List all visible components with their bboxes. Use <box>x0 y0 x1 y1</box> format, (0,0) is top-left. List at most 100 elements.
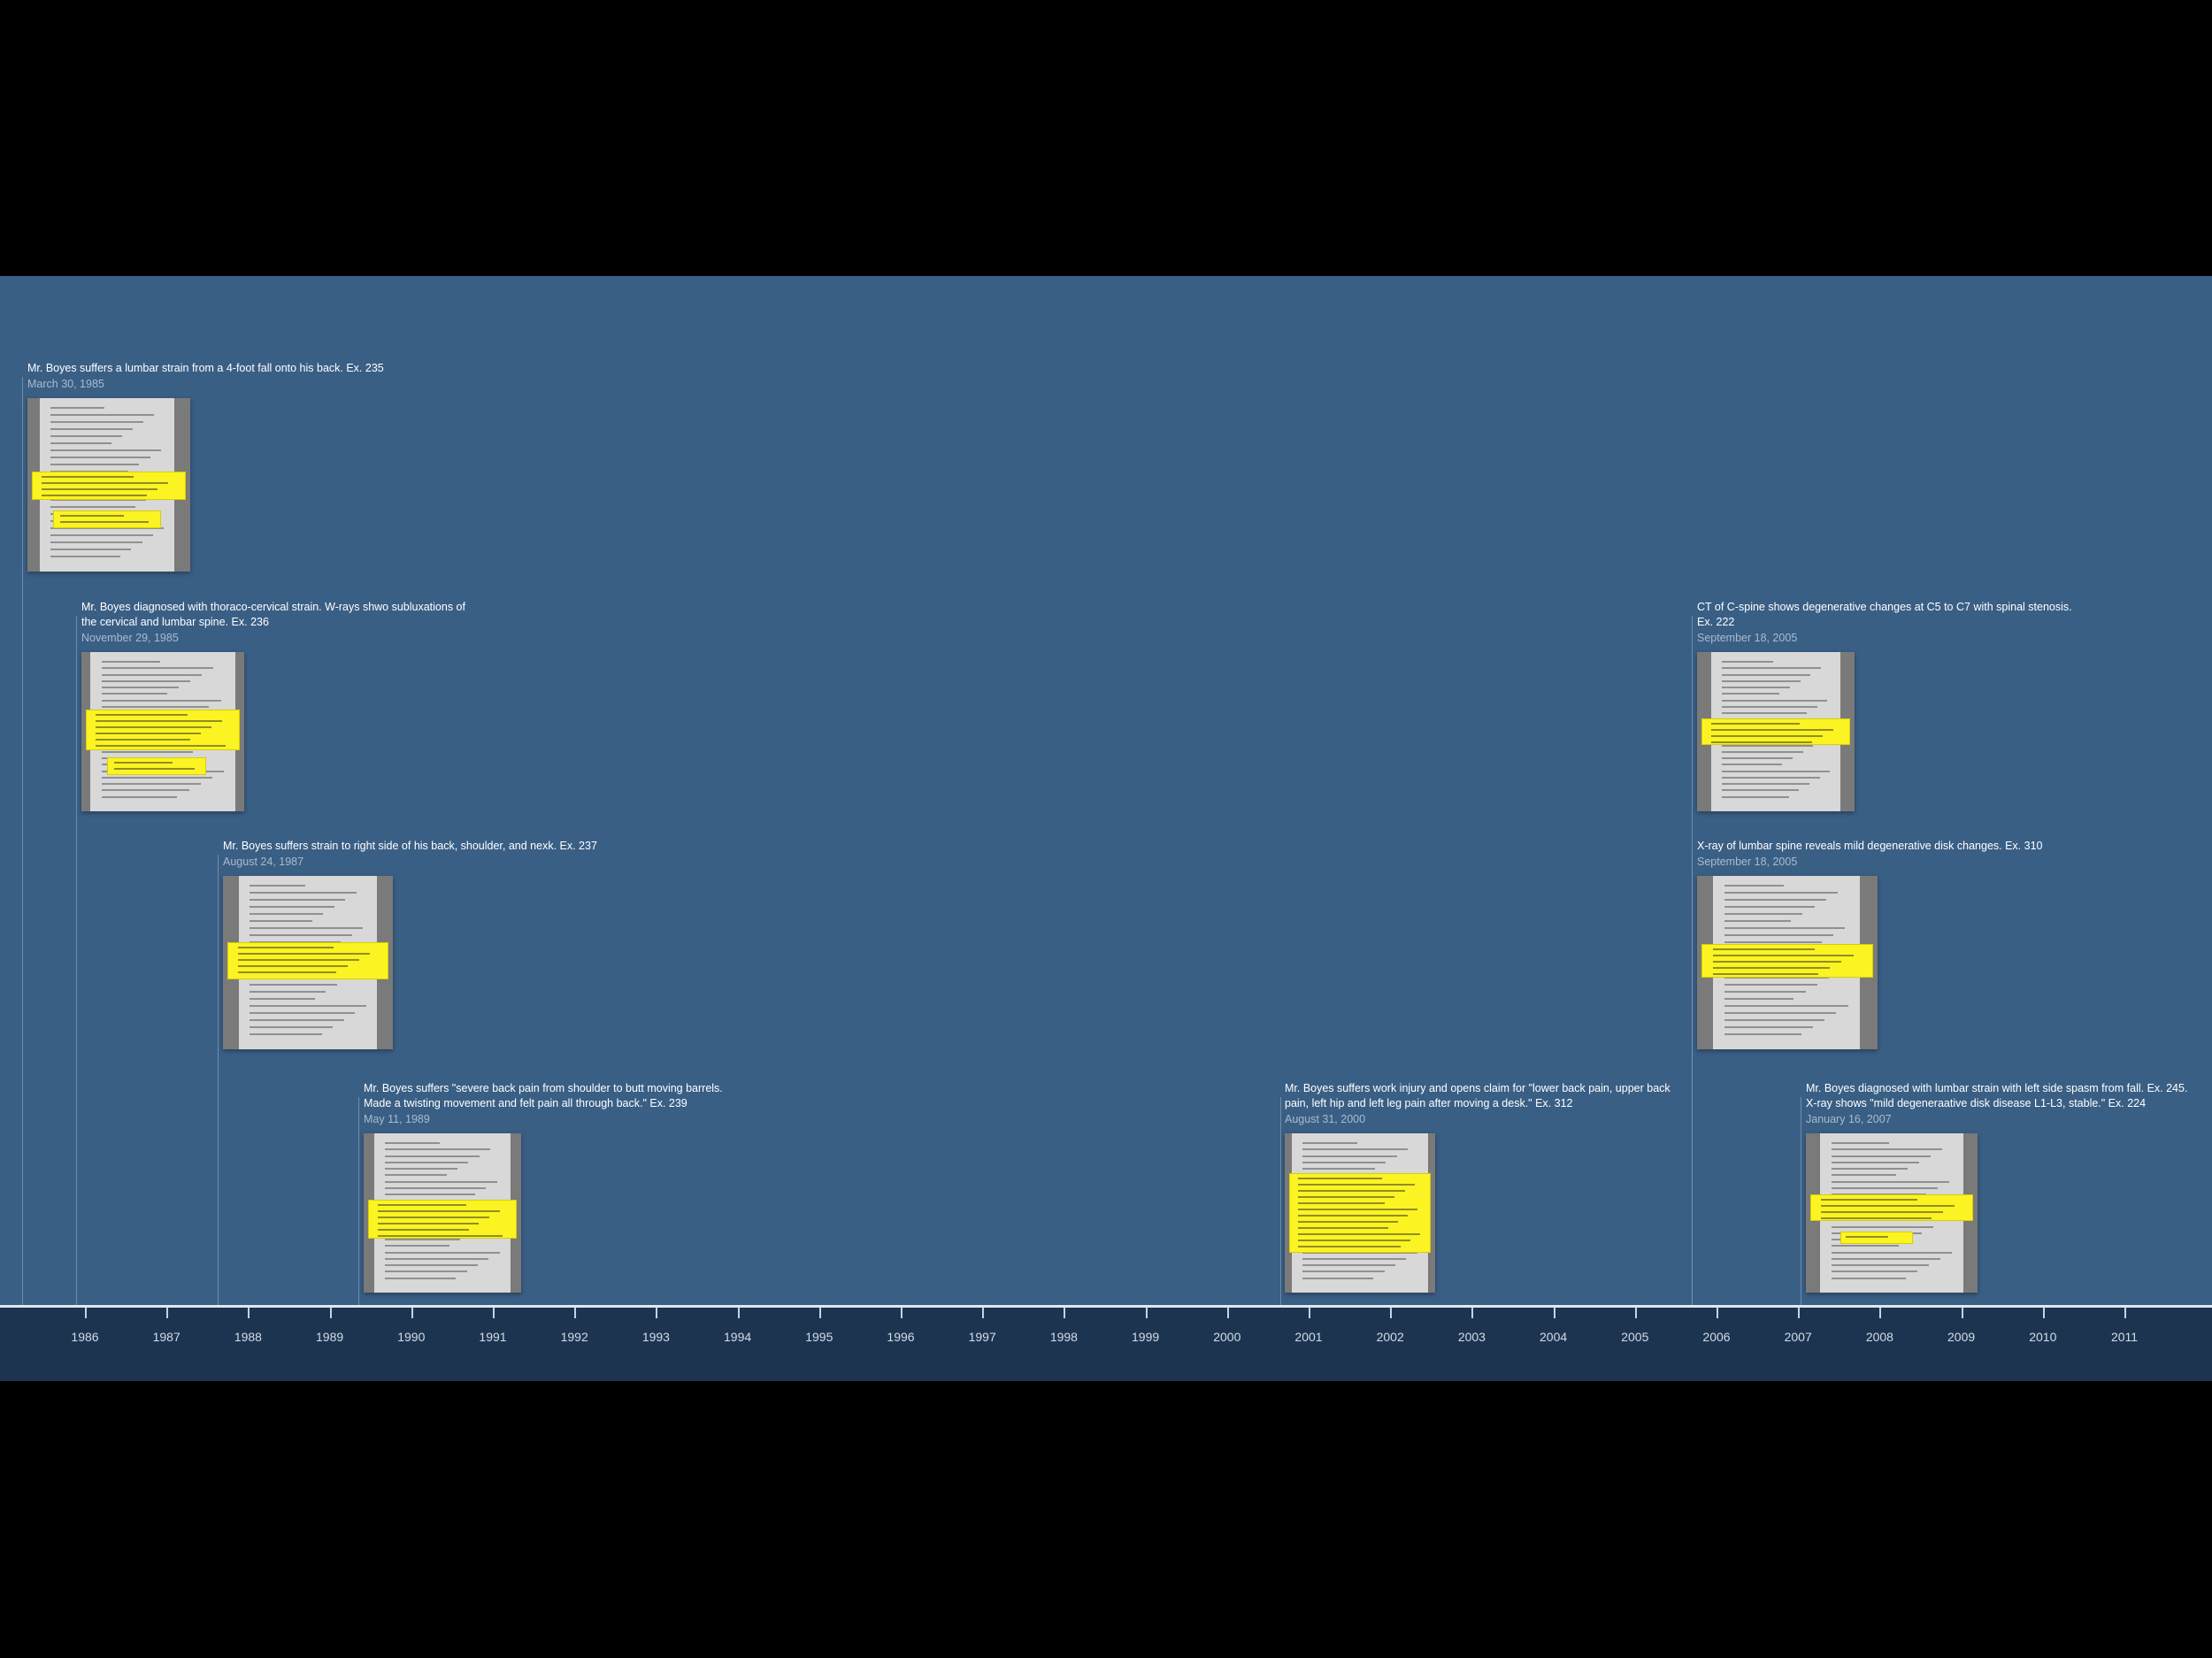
document-text-line <box>1724 977 1830 979</box>
event-title: Mr. Boyes suffers "severe back pain from… <box>364 1082 723 1109</box>
document-text-line <box>250 941 342 943</box>
highlighted-passage <box>1841 1232 1912 1243</box>
year-label: 1997 <box>968 1330 996 1344</box>
timeline-event[interactable]: Mr. Boyes suffers "severe back pain from… <box>364 1081 723 1127</box>
year-tick <box>411 1308 413 1318</box>
highlighted-text-line <box>96 720 223 722</box>
highlighted-text-line <box>1298 1240 1410 1241</box>
document-text-line <box>1724 885 1784 887</box>
highlighted-text-line <box>1712 948 1815 950</box>
highlighted-text-line <box>377 1217 490 1218</box>
event-title: Mr. Boyes suffers a lumbar strain from a… <box>27 362 384 374</box>
event-date: January 16, 2007 <box>1806 1113 1892 1125</box>
document-text-line <box>102 693 167 695</box>
year-tick <box>1471 1308 1474 1318</box>
exhibit-document-thumbnail[interactable] <box>1806 1133 1978 1293</box>
document-text-line <box>250 984 337 986</box>
timeline-event[interactable]: Mr. Boyes diagnosed with lumbar strain w… <box>1806 1081 2187 1127</box>
exhibit-document-thumbnail[interactable] <box>1285 1133 1435 1293</box>
document-text-line <box>385 1174 447 1177</box>
document-text-line <box>250 1012 356 1014</box>
document-text-line <box>1831 1264 1930 1267</box>
document-text-line <box>102 667 214 670</box>
highlighted-text-line <box>1298 1196 1395 1198</box>
document-text-line <box>1302 1161 1386 1163</box>
event-title: Mr. Boyes suffers strain to right side o… <box>223 840 597 852</box>
exhibit-document-thumbnail[interactable] <box>81 652 244 811</box>
year-tick <box>818 1308 821 1318</box>
document-text-line <box>50 407 104 409</box>
timeline-event[interactable]: Mr. Boyes diagnosed with thoraco-cervica… <box>81 600 465 646</box>
highlighted-text-line <box>237 947 334 948</box>
document-text-line <box>385 1148 490 1151</box>
highlighted-text-line <box>1710 729 1833 731</box>
year-label: 1990 <box>397 1330 426 1344</box>
year-tick <box>1717 1308 1718 1318</box>
timeline-event[interactable]: Mr. Boyes suffers a lumbar strain from a… <box>27 361 384 392</box>
document-text-line <box>1302 1168 1375 1171</box>
document-text-line <box>50 449 161 451</box>
document-text-line <box>1724 984 1817 986</box>
document-text-line <box>1724 927 1846 929</box>
year-label: 2008 <box>1865 1330 1893 1344</box>
highlighted-passage <box>1811 1195 1972 1220</box>
event-date: May 11, 1989 <box>364 1113 430 1125</box>
document-text-line <box>1831 1148 1942 1151</box>
document-text-line <box>385 1277 457 1279</box>
year-label: 1991 <box>479 1330 507 1344</box>
timeline-event[interactable]: X-ray of lumbar spine reveals mild degen… <box>1697 839 2042 870</box>
document-text-line <box>102 679 191 682</box>
document-text-line <box>1721 693 1780 695</box>
document-text-line <box>385 1161 469 1163</box>
document-text-line <box>1302 1155 1397 1157</box>
highlighted-passage <box>33 472 185 499</box>
highlighted-passage <box>369 1201 516 1238</box>
document-text-line <box>1724 1019 1825 1021</box>
document-text-line <box>1724 906 1815 908</box>
document-text-line <box>50 541 142 543</box>
document-text-line <box>1724 1012 1837 1014</box>
document-text-line <box>50 442 111 444</box>
exhibit-document-thumbnail[interactable] <box>223 876 393 1049</box>
event-stem <box>76 616 77 1305</box>
document-text-line <box>1831 1257 1941 1260</box>
exhibit-document-thumbnail[interactable] <box>27 398 190 572</box>
document-text-line <box>50 457 150 458</box>
timeline-event[interactable]: CT of C-spine shows degenerative changes… <box>1697 600 2072 646</box>
year-label: 1993 <box>641 1330 670 1344</box>
highlighted-text-line <box>1298 1184 1415 1186</box>
highlighted-text-line <box>377 1235 503 1237</box>
document-text-line <box>1724 991 1806 993</box>
highlighted-text-line <box>1710 741 1813 743</box>
document-text-line <box>102 673 203 676</box>
document-text-line <box>50 527 164 529</box>
year-label: 1989 <box>316 1330 344 1344</box>
event-title: CT of C-spine shows degenerative changes… <box>1697 601 2072 628</box>
exhibit-document-thumbnail[interactable] <box>1697 876 1878 1049</box>
highlighted-text-line <box>1712 955 1854 956</box>
exhibit-document-thumbnail[interactable] <box>364 1133 521 1293</box>
year-label: 2011 <box>2110 1330 2139 1344</box>
highlighted-text-line <box>1820 1217 1932 1219</box>
timeline-event[interactable]: Mr. Boyes suffers work injury and opens … <box>1285 1081 1671 1127</box>
timeline-event[interactable]: Mr. Boyes suffers strain to right side o… <box>223 839 597 870</box>
document-text-line <box>385 1245 449 1247</box>
event-stem <box>22 377 23 1305</box>
year-label: 1998 <box>1049 1330 1078 1344</box>
year-tick <box>1798 1308 1801 1318</box>
document-text-line <box>50 499 147 501</box>
document-text-line <box>385 1194 475 1196</box>
highlighted-text-line <box>1298 1246 1401 1247</box>
highlighted-text-line <box>237 971 337 973</box>
year-tick <box>1879 1308 1882 1318</box>
highlighted-text-line <box>237 959 359 961</box>
highlighted-text-line <box>1712 967 1830 969</box>
document-text-line <box>1302 1277 1374 1279</box>
year-tick <box>982 1308 985 1318</box>
highlighted-text-line <box>60 515 125 517</box>
document-text-line <box>1721 764 1783 766</box>
highlighted-text-line <box>1712 961 1842 963</box>
highlighted-text-line <box>1298 1178 1383 1179</box>
document-text-line <box>1831 1155 1931 1157</box>
exhibit-document-thumbnail[interactable] <box>1697 652 1855 811</box>
